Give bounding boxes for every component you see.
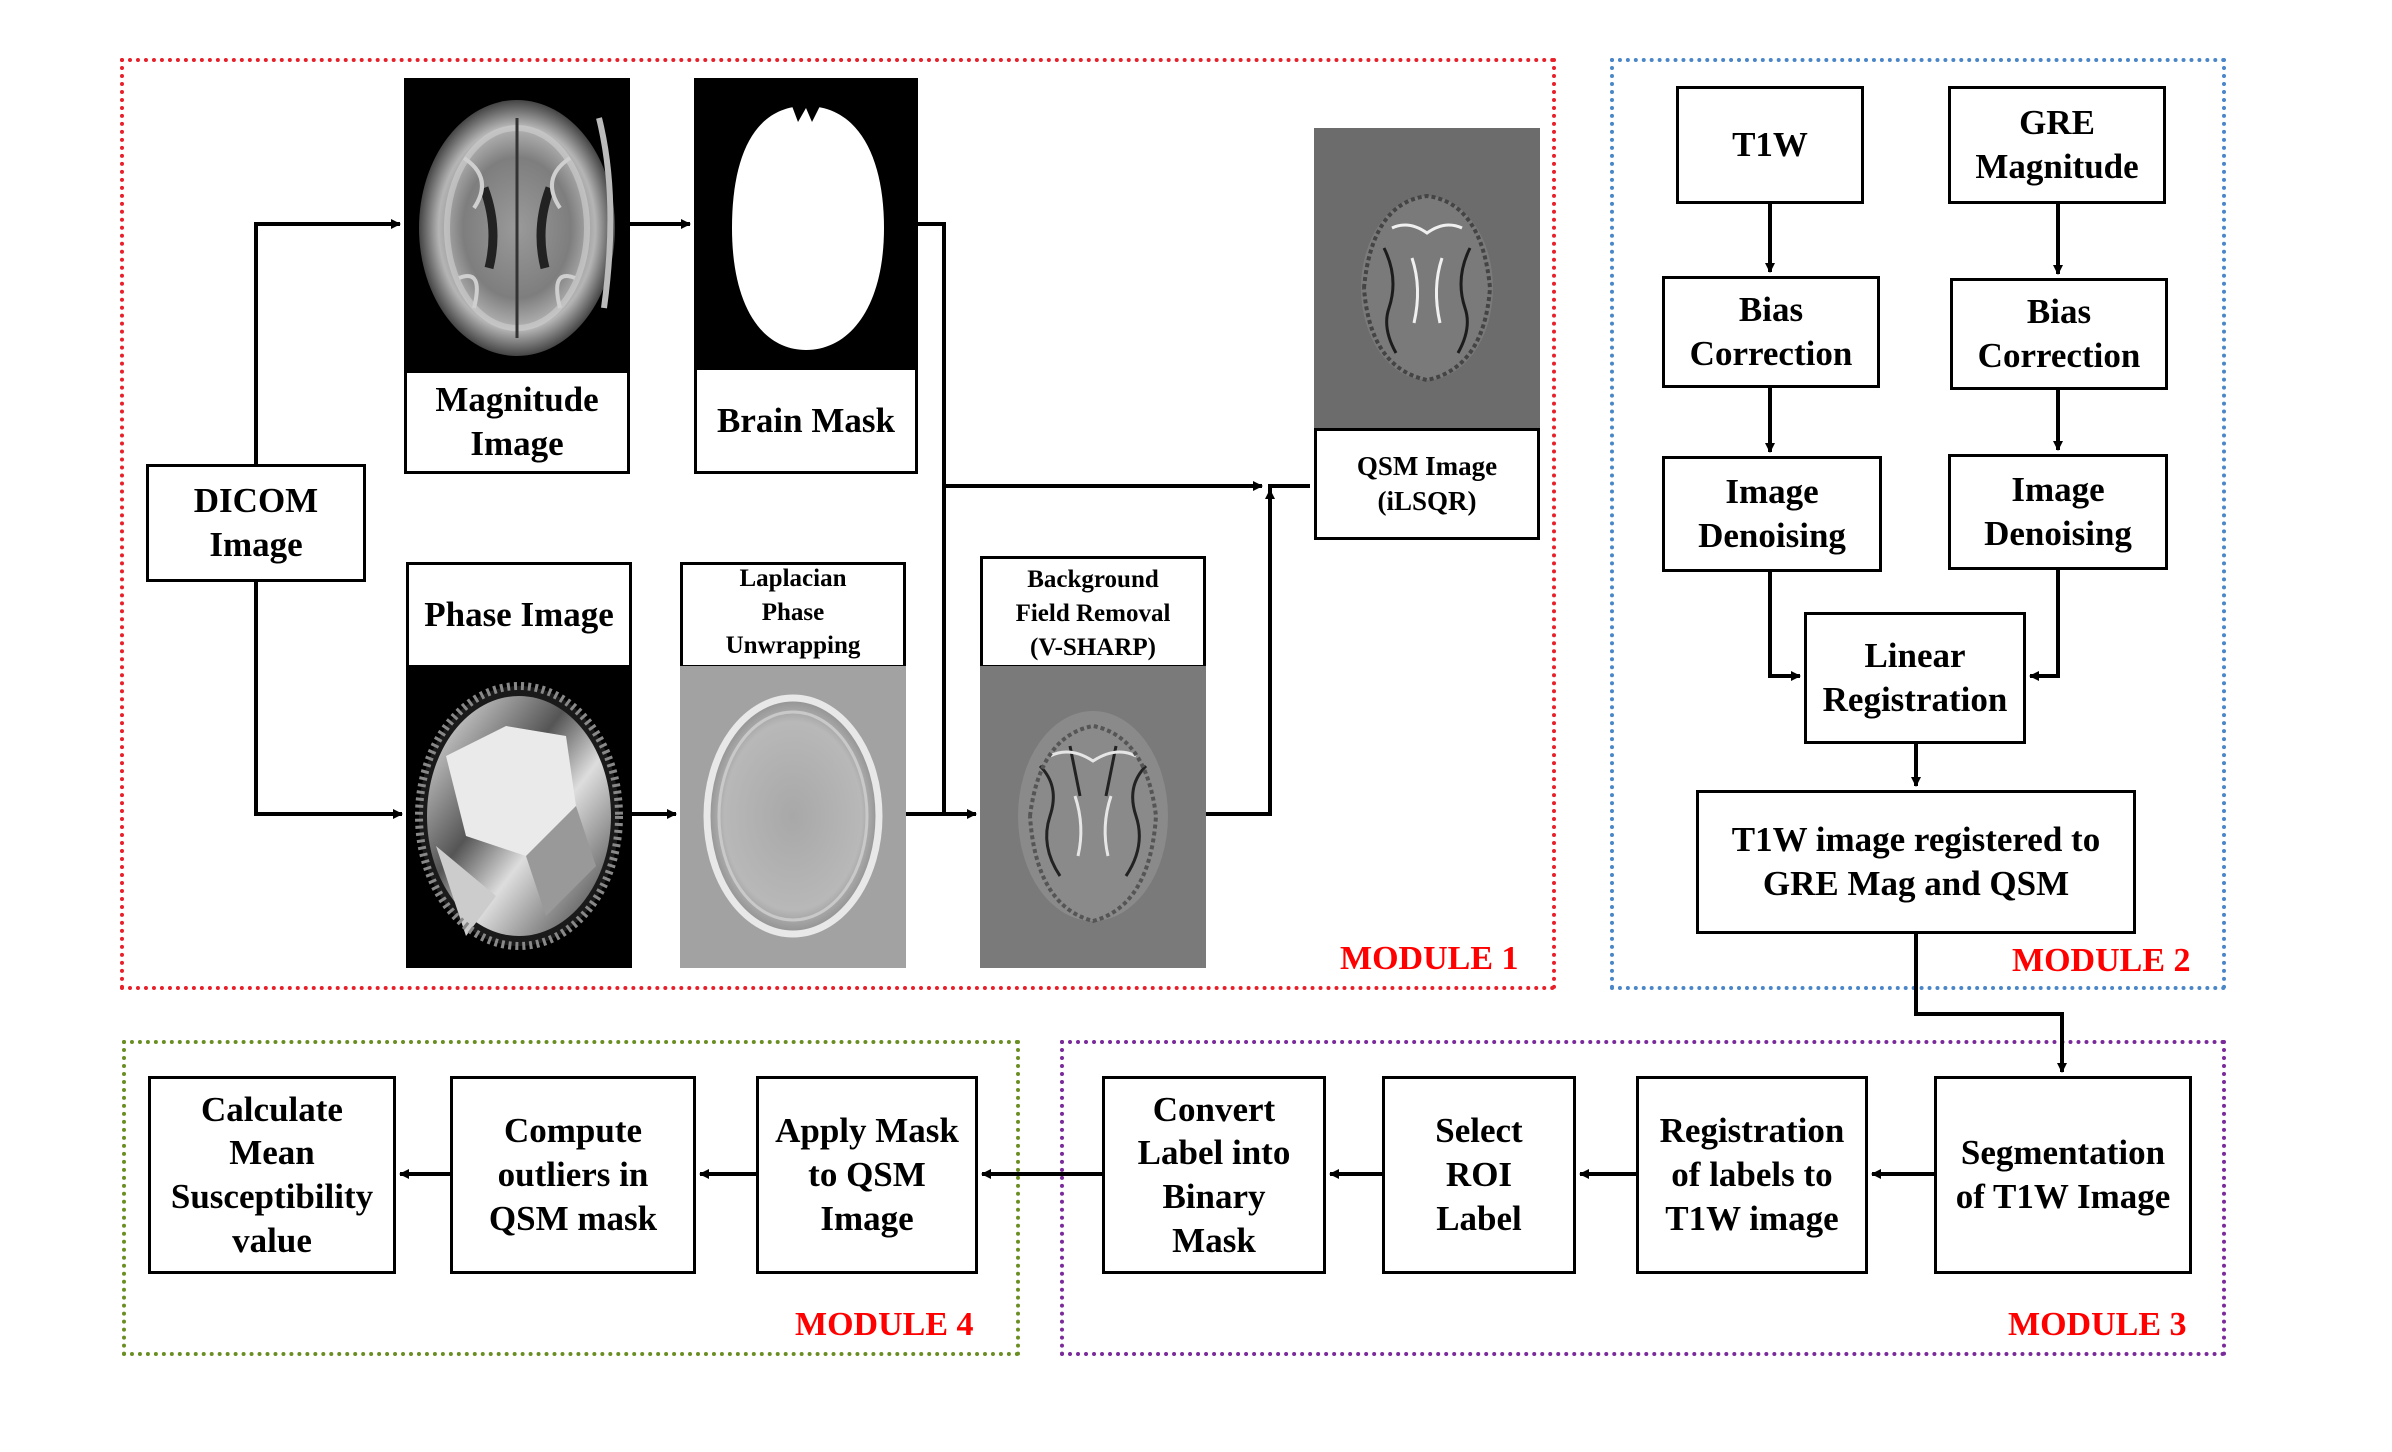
- brain-mask-label: Brain Mask: [694, 370, 918, 474]
- t1w-box: T1W: [1676, 86, 1864, 204]
- arrow-denoise-gre-to-linear: [2029, 570, 2060, 681]
- linear-registration-box: Linear Registration: [1804, 612, 2026, 744]
- qsm-image-label: QSM Image (iLSQR): [1314, 428, 1540, 540]
- registration-labels-box: Registration of labels to T1W image: [1636, 1076, 1868, 1274]
- module-1-label: MODULE 1: [1340, 940, 1519, 977]
- arrow-dicom-to-magnitude: [254, 219, 401, 464]
- calculate-mean-box: Calculate Mean Susceptibility value: [148, 1076, 396, 1274]
- laplacian-unwrapped-image: [680, 666, 906, 968]
- laplacian-phase-unwrapping-label: Laplacian Phase Unwrapping: [680, 562, 906, 668]
- t1w-registered-box: T1W image registered to GRE Mag and QSM: [1696, 790, 2136, 934]
- module-3-region: [1060, 1040, 2226, 1356]
- module-3-label: MODULE 3: [2008, 1306, 2187, 1343]
- module-4-region: [122, 1040, 1020, 1356]
- bias-correction-gre-box: Bias Correction: [1950, 278, 2168, 390]
- phase-brain-image: [406, 666, 632, 968]
- module-4-label: MODULE 4: [795, 1306, 974, 1343]
- background-removed-image: [980, 666, 1206, 968]
- phase-image-label: Phase Image: [406, 562, 632, 668]
- qsm-output-image: [1314, 128, 1540, 430]
- apply-mask-box: Apply Mask to QSM Image: [756, 1076, 978, 1274]
- compute-outliers-box: Compute outliers in QSM mask: [450, 1076, 696, 1274]
- magnitude-brain-image: [404, 78, 630, 372]
- module-2-label: MODULE 2: [2012, 942, 2191, 979]
- bias-correction-t1w-box: Bias Correction: [1662, 276, 1880, 388]
- dicom-image-box: DICOM Image: [146, 464, 366, 582]
- gre-magnitude-box: GRE Magnitude: [1948, 86, 2166, 204]
- denoising-gre-box: Image Denoising: [1948, 454, 2168, 570]
- denoising-t1w-box: Image Denoising: [1662, 456, 1882, 572]
- arrow-dicom-to-phase: [254, 582, 403, 819]
- arrow-background-to-qsm: [1206, 484, 1310, 816]
- arrow-mask-to-background: [918, 222, 977, 819]
- module-1-region: [120, 58, 1556, 990]
- convert-binary-mask-box: Convert Label into Binary Mask: [1102, 1076, 1326, 1274]
- select-roi-label-box: Select ROI Label: [1382, 1076, 1576, 1274]
- arrow-denoise-t1w-to-linear: [1768, 572, 1801, 681]
- segmentation-box: Segmentation of T1W Image: [1934, 1076, 2192, 1274]
- arrow-registered-to-segmentation: [1914, 934, 2067, 1073]
- magnitude-image-label: Magnitude Image: [404, 370, 630, 474]
- brain-mask-image: [694, 78, 918, 372]
